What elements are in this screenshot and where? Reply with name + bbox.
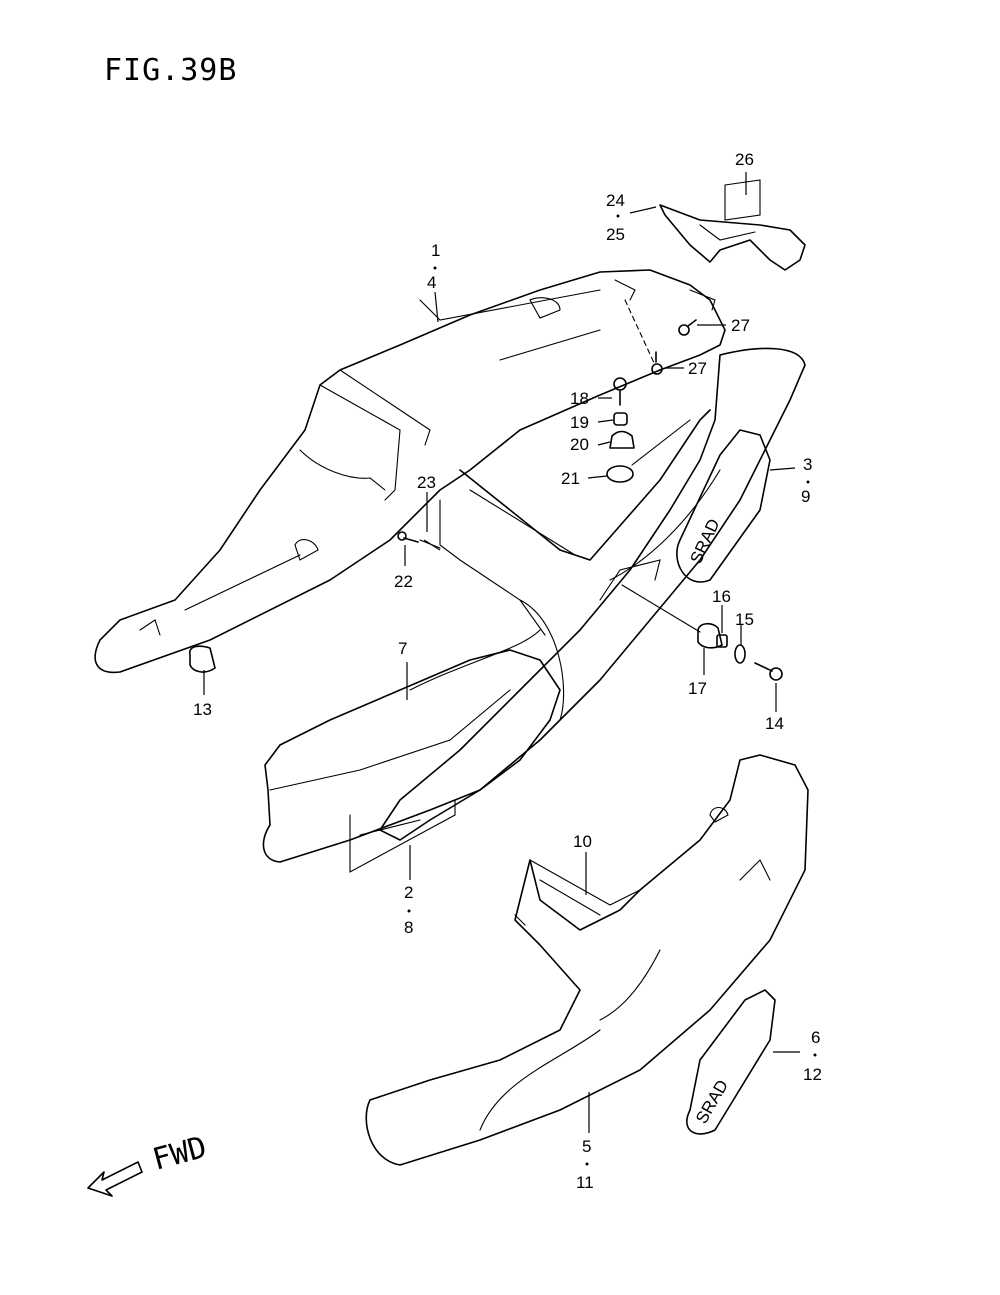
callout-14: 14 bbox=[765, 714, 784, 733]
svg-text:4: 4 bbox=[427, 273, 436, 292]
callout-20: 20 bbox=[570, 435, 589, 454]
fwd-label: FWD bbox=[149, 1130, 210, 1178]
svg-text:9: 9 bbox=[801, 487, 810, 506]
svg-text:11: 11 bbox=[576, 1173, 594, 1192]
callout-23: 23 bbox=[417, 473, 436, 492]
leader-lines bbox=[203, 172, 800, 1133]
figure-title: FIG.39B bbox=[104, 53, 237, 88]
decal-srad-lower-text: SRAD bbox=[692, 1077, 732, 1127]
svg-text:5: 5 bbox=[582, 1137, 591, 1156]
callout-6-12: 6 12 bbox=[803, 1028, 822, 1084]
callout-16: 16 bbox=[712, 587, 731, 606]
rear-grab-piece bbox=[659, 179, 806, 271]
svg-text:12: 12 bbox=[803, 1065, 822, 1084]
callout-21: 21 bbox=[561, 469, 580, 488]
decal-srad-upper-text: SRAD bbox=[686, 516, 723, 567]
callout-19: 19 bbox=[570, 413, 589, 432]
cushion-20 bbox=[609, 430, 635, 449]
screw-22 bbox=[397, 531, 419, 543]
washer-15 bbox=[734, 644, 746, 664]
rear-cowl-body bbox=[409, 409, 711, 721]
forward-direction: FWD bbox=[87, 1130, 210, 1197]
decal-srad-upper: SRAD bbox=[676, 429, 771, 583]
lower-frame-cover bbox=[365, 754, 809, 1166]
assembly-lines bbox=[419, 299, 701, 633]
callout-labels: 1 4 2 8 3 9 5 11 6 12 7 10 13 14 15 16 bbox=[193, 150, 822, 1192]
callout-18: 18 bbox=[570, 389, 589, 408]
callout-10: 10 bbox=[573, 832, 592, 851]
callout-26: 26 bbox=[735, 150, 754, 169]
callout-17: 17 bbox=[688, 679, 707, 698]
callout-5-11: 5 11 bbox=[576, 1137, 594, 1192]
callout-13: 13 bbox=[193, 700, 212, 719]
callout-27b: 27 bbox=[688, 359, 707, 378]
svg-text:1: 1 bbox=[431, 241, 440, 260]
screw-27a bbox=[678, 319, 697, 336]
callout-3-9: 3 9 bbox=[801, 455, 812, 506]
svg-text:8: 8 bbox=[404, 918, 413, 937]
bolt-14 bbox=[754, 662, 783, 681]
side-cover-right bbox=[379, 347, 806, 841]
hardware bbox=[189, 319, 783, 681]
callout-2-8: 2 8 bbox=[404, 883, 413, 937]
grommet-13 bbox=[189, 645, 216, 673]
washer-21 bbox=[606, 465, 634, 483]
collar-16 bbox=[716, 634, 728, 648]
callout-15: 15 bbox=[735, 610, 754, 629]
callout-7: 7 bbox=[398, 639, 407, 658]
collar-19 bbox=[613, 412, 628, 426]
grommet-17 bbox=[697, 622, 723, 649]
callout-27a: 27 bbox=[731, 316, 750, 335]
svg-text:25: 25 bbox=[606, 225, 625, 244]
side-cover-left bbox=[262, 649, 561, 873]
decal-srad-lower: SRAD bbox=[686, 989, 776, 1135]
callout-22: 22 bbox=[394, 572, 413, 591]
seat-tail-cover bbox=[94, 269, 726, 674]
screw-27b bbox=[651, 351, 663, 375]
svg-text:3: 3 bbox=[803, 455, 812, 474]
svg-text:2: 2 bbox=[404, 883, 413, 902]
bolt-18 bbox=[613, 377, 627, 406]
svg-text:6: 6 bbox=[811, 1028, 820, 1047]
svg-text:24: 24 bbox=[606, 191, 625, 210]
callout-1-4: 1 4 bbox=[427, 241, 440, 292]
forward-arrow-icon bbox=[87, 1161, 143, 1197]
callout-24-25: 24 25 bbox=[606, 191, 625, 244]
